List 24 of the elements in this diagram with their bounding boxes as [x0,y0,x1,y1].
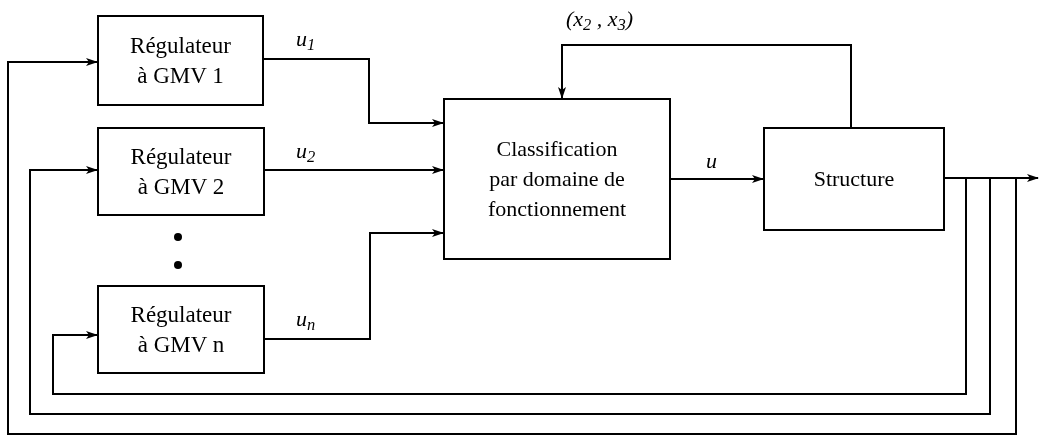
arrow [52,177,967,395]
arrow [263,58,444,127]
edge-label: u$_{2}$ [296,138,316,164]
arrow [558,44,852,128]
edge-label: u$_{1}$ [296,26,316,52]
arrow [7,58,1017,435]
box-label: Régulateur à GMV 1 [129,31,232,90]
process-box [97,285,265,374]
process-box [97,127,265,216]
arrow [670,175,764,183]
box-label: Régulateur à GMV 2 [129,142,233,201]
box-label: Classification par domaine de fonctionnement [486,135,628,223]
edge-label: u$_{n}$ [296,306,316,332]
arrow [29,166,991,415]
process-box [763,127,945,231]
arrow [264,229,444,340]
arrow [944,174,1039,182]
arrow [264,166,444,174]
box-label: Régulateur à GMV n [129,300,233,359]
process-box [443,98,671,260]
edge-label: u [706,148,717,174]
edge-label: (x$_{2}$ , x$_{3}$) [566,6,634,32]
process-box [97,15,264,106]
box-label: Structure [813,165,895,193]
